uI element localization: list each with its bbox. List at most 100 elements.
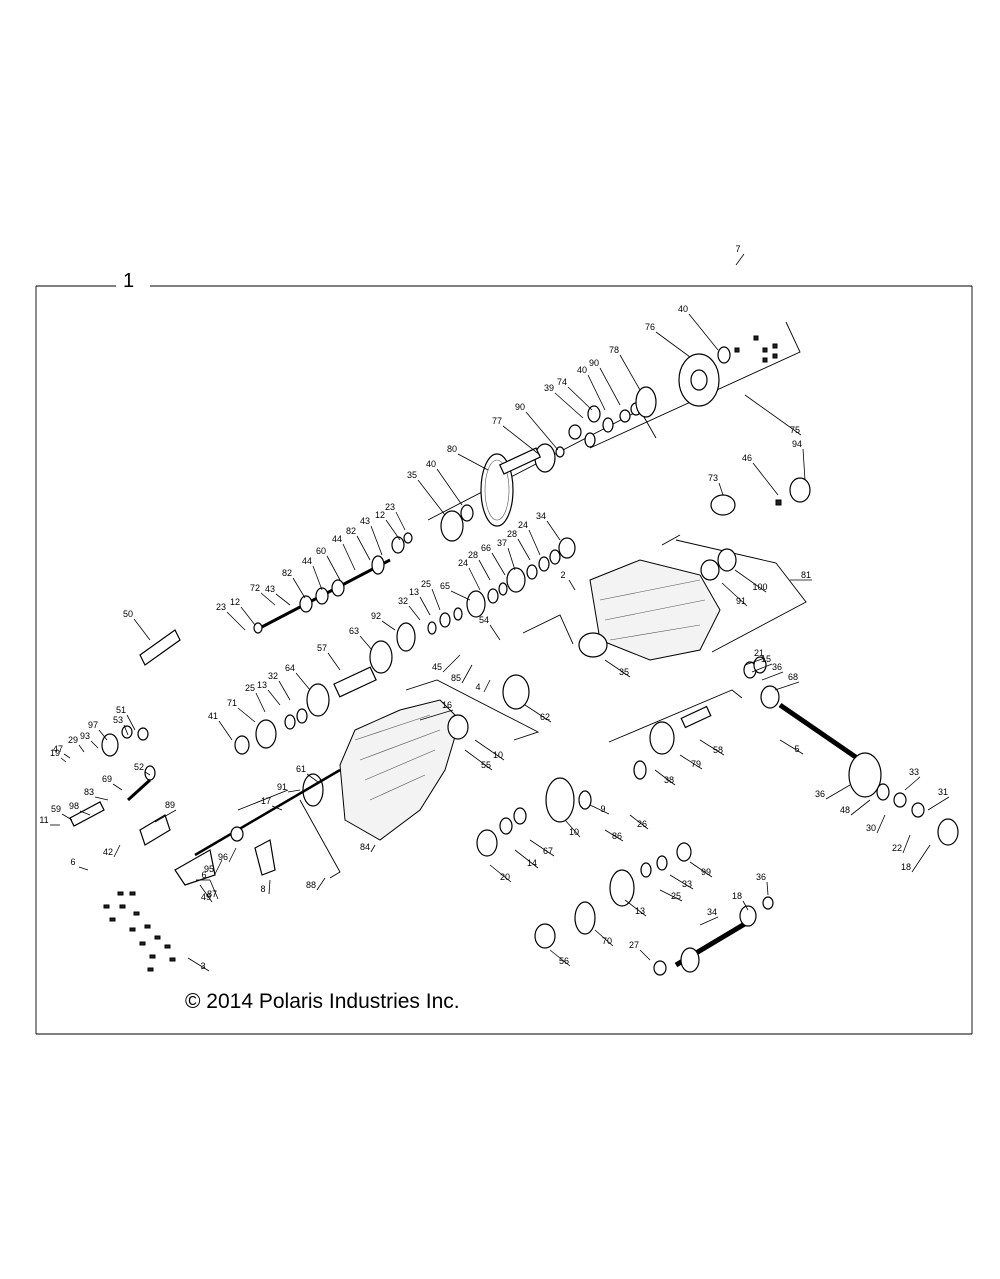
gear-65 [466, 590, 486, 618]
callout-leader-line [461, 664, 473, 684]
callout-label: 80 [447, 444, 457, 454]
callout-label: 31 [938, 787, 948, 797]
callout-leader-line [385, 519, 401, 541]
callout-labels: 7407678907439409077758035409446732312438… [39, 244, 950, 972]
belt-92 [396, 622, 416, 652]
callout-label: 14 [527, 858, 537, 868]
callout-label: 85 [451, 673, 461, 683]
callout-leader-line [489, 864, 512, 883]
callout-label: 23 [385, 502, 395, 512]
callout-leader-line [502, 425, 541, 456]
callout-leader-line [734, 569, 767, 593]
callout-leader-line [744, 394, 802, 436]
callout-label: 5 [794, 744, 799, 754]
callout-label: 65 [440, 581, 450, 591]
callout-leader-line [218, 720, 233, 741]
callout-label: 10 [569, 827, 579, 837]
callout-label: 29 [68, 735, 78, 745]
callout-label: 33 [909, 767, 919, 777]
callout-label: 56 [559, 956, 569, 966]
callout-label: 40 [678, 304, 688, 314]
callout-leader-line [381, 620, 396, 631]
callout-leader-line [98, 729, 108, 741]
callout-leader-line [268, 879, 271, 895]
fastener-cluster [103, 891, 176, 972]
callout-leader-line [199, 884, 213, 903]
callout-leader-line [599, 367, 621, 406]
callout-leader-line [604, 659, 631, 678]
callout-leader-line [742, 900, 749, 911]
callout-label: 48 [840, 805, 850, 815]
callout-label: 42 [103, 847, 113, 857]
callout-leader-line [312, 565, 323, 591]
callout-label: 35 [619, 667, 629, 677]
callout-label: 55 [481, 760, 491, 770]
callout-leader-line [60, 757, 67, 763]
callout-leader-line [187, 957, 210, 972]
callout-leader-line [654, 769, 676, 786]
callout-label: 79 [691, 759, 701, 769]
callout-label: 18 [901, 862, 911, 872]
callout-leader-line [525, 411, 559, 451]
callout-label: 15 [761, 654, 771, 664]
callout-leader-line [911, 844, 931, 873]
callout-leader-line [478, 559, 491, 581]
callout-leader-line [491, 552, 506, 576]
callout-label: 24 [518, 520, 528, 530]
bearing-68 [760, 685, 780, 709]
callout-label: 32 [398, 596, 408, 606]
callout-label: 37 [497, 538, 507, 548]
callout-label: 12 [230, 597, 240, 607]
yoke-48 [848, 752, 882, 798]
callout-label: 9 [600, 804, 605, 814]
diagram-frame [35, 285, 973, 1035]
callout-label: 63 [349, 626, 359, 636]
callout-label: 92 [371, 611, 381, 621]
bearing-38 [649, 721, 675, 755]
callout-leader-line [214, 859, 223, 875]
output-shaft [743, 656, 959, 846]
callout-label: 34 [707, 907, 717, 917]
callout-label: 90 [589, 358, 599, 368]
gear-56 [574, 901, 596, 935]
callout-leader-line [287, 789, 301, 793]
bearing-36 [476, 829, 498, 857]
callout-leader-line [436, 468, 463, 506]
frame-label: 1 [123, 270, 135, 292]
callout-leader-line [549, 949, 571, 967]
callout-leader-line [751, 663, 773, 673]
callout-label: 98 [69, 801, 79, 811]
seal-62 [502, 674, 530, 710]
callout-leader-line [524, 704, 552, 723]
callout-leader-line [240, 606, 256, 626]
callout-label: 82 [346, 526, 356, 536]
callout-label: 53 [113, 715, 123, 725]
callout-leader-line [850, 799, 871, 816]
callout-label: 91 [277, 782, 287, 792]
gear-66 [506, 567, 526, 593]
callout-label: 52 [134, 762, 144, 772]
gear-63 [369, 640, 393, 674]
callout-leader-line [766, 881, 769, 896]
callout-label: 26 [637, 819, 647, 829]
callout-label: 41 [208, 711, 218, 721]
callout-label: 74 [557, 377, 567, 387]
callout-label: 71 [227, 698, 237, 708]
callout-leader-line [589, 804, 610, 815]
callout-leader-line [450, 590, 471, 601]
shaft-27 [680, 947, 700, 973]
callout-leader-line [370, 525, 383, 556]
callout-leader-line [419, 709, 454, 721]
callout-leader-line [689, 861, 713, 878]
callout-label: 39 [544, 383, 554, 393]
bearing-35 [440, 510, 464, 542]
callout-label: 93 [80, 731, 90, 741]
callout-leader-line [278, 680, 291, 701]
callout-leader-line [209, 879, 219, 900]
callout-label: 94 [792, 439, 802, 449]
callout-label: 23 [216, 602, 226, 612]
callout-label: 54 [479, 615, 489, 625]
gear-64 [306, 683, 330, 717]
sensor-94 [789, 477, 811, 503]
